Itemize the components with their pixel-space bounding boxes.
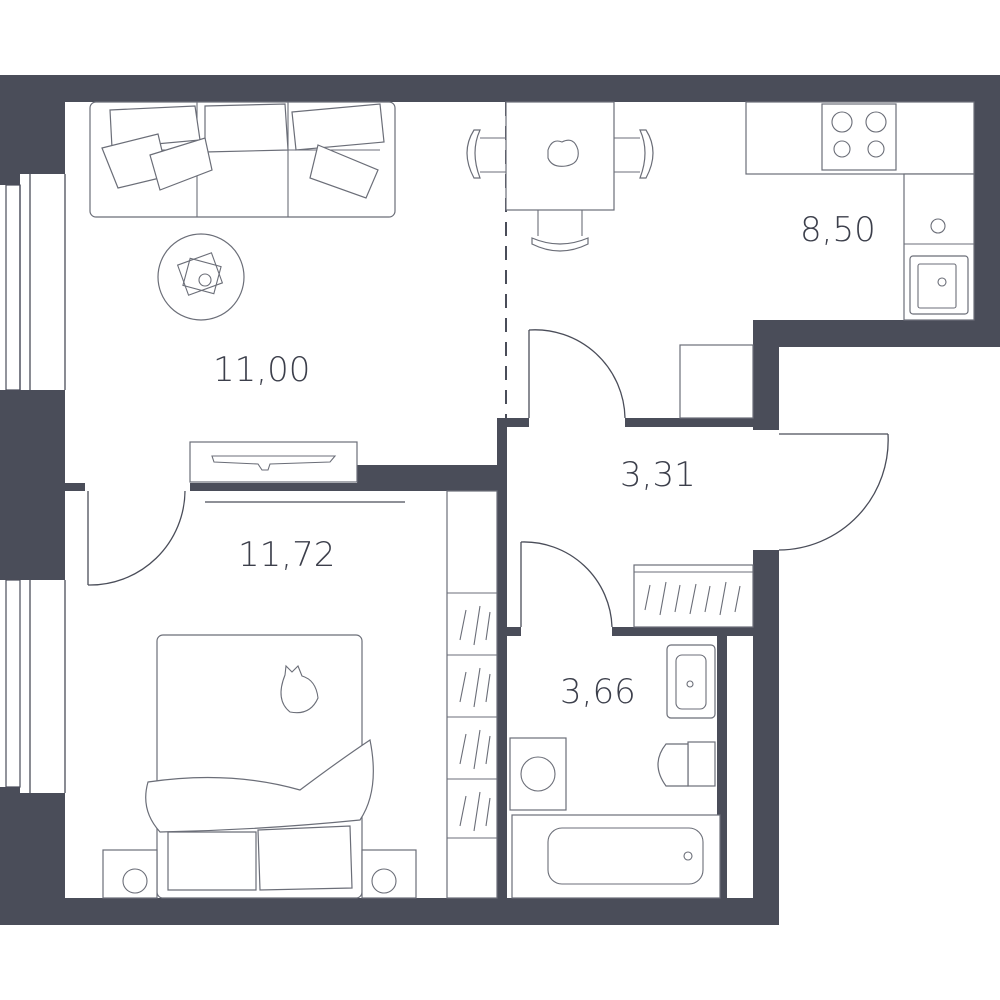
living-room-area: 11,00 bbox=[213, 350, 310, 390]
cat-icon bbox=[280, 664, 319, 714]
wardrobe-icon bbox=[633, 564, 754, 628]
window-icon bbox=[5, 174, 66, 793]
walls bbox=[0, 75, 1000, 925]
stove-icon bbox=[821, 103, 897, 171]
door-icon bbox=[87, 329, 889, 628]
wardrobe-icon bbox=[446, 490, 498, 899]
coffee-table-icon bbox=[157, 233, 245, 321]
chair-icon bbox=[466, 129, 654, 252]
washing-machine-icon bbox=[509, 737, 567, 811]
bathroom-area: 3,66 bbox=[560, 672, 636, 712]
bedroom-area: 11,72 bbox=[238, 535, 335, 575]
sink-icon bbox=[909, 218, 969, 315]
sofa-icon bbox=[89, 101, 396, 218]
nightstand-icon bbox=[102, 849, 417, 899]
toilet-icon bbox=[657, 741, 716, 787]
kitchen-area: 8,50 bbox=[800, 210, 876, 250]
dining-table-icon bbox=[505, 101, 615, 211]
bed-icon bbox=[145, 634, 374, 899]
kitchen-counter bbox=[745, 101, 975, 321]
washbasin-icon bbox=[666, 644, 716, 719]
hall-area: 3,31 bbox=[620, 455, 696, 495]
bathtub-icon bbox=[511, 814, 721, 899]
fridge bbox=[679, 344, 754, 419]
tv-icon bbox=[189, 441, 358, 483]
